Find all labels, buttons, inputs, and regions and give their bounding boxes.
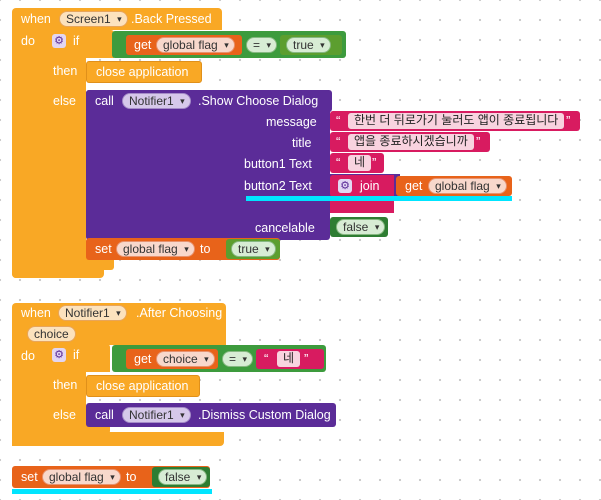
- set-keyword: set: [21, 470, 38, 484]
- close-application-block[interactable]: [86, 375, 200, 397]
- then-keyword: then: [53, 64, 78, 78]
- global-flag-dropdown[interactable]: global flag: [156, 37, 235, 53]
- quote-close: ”: [304, 351, 309, 366]
- get-keyword: get: [134, 352, 152, 366]
- when-keyword: when: [21, 12, 51, 26]
- message-text-value[interactable]: 한번 더 뒤로가기 눌러도 앱이 종료됩니다: [348, 113, 565, 129]
- quote-close: ”: [566, 113, 571, 128]
- selection-highlight: [12, 489, 212, 494]
- if-keyword: if: [73, 348, 80, 362]
- gear-icon[interactable]: ⚙: [338, 179, 352, 193]
- call-keyword: call: [95, 94, 114, 108]
- false-dropdown[interactable]: false: [158, 469, 208, 485]
- event-name: .After Choosing: [136, 306, 223, 320]
- join-keyword: join: [360, 179, 380, 193]
- gear-icon[interactable]: ⚙: [52, 348, 66, 362]
- equals-operator-dropdown[interactable]: =: [222, 351, 254, 367]
- gear-icon[interactable]: ⚙: [52, 34, 66, 48]
- button2-text-label: button2 Text: [244, 179, 312, 193]
- if-block-arm: [44, 56, 86, 264]
- screen1-dropdown[interactable]: Screen1: [59, 11, 128, 27]
- message-label: message: [266, 115, 317, 129]
- choice-dropdown[interactable]: choice: [156, 351, 215, 367]
- cancelable-label: cancelable: [255, 221, 315, 235]
- button1-text-label: button1 Text: [244, 157, 312, 171]
- notifier1-dropdown[interactable]: Notifier1: [122, 93, 191, 109]
- true-dropdown[interactable]: true: [231, 241, 276, 257]
- do-keyword: do: [21, 34, 35, 48]
- to-keyword: to: [126, 470, 137, 484]
- close-application-block[interactable]: [86, 61, 202, 83]
- method-name: .Show Choose Dialog: [198, 94, 319, 108]
- to-keyword: to: [200, 242, 211, 256]
- get-keyword: get: [134, 38, 152, 52]
- equals-operator-dropdown[interactable]: =: [246, 37, 278, 53]
- set-keyword: set: [95, 242, 112, 256]
- quote-open: “: [264, 351, 269, 366]
- then-keyword: then: [53, 378, 78, 392]
- notifier1-dropdown[interactable]: Notifier1: [122, 407, 191, 423]
- close-application-label: close application: [96, 379, 189, 393]
- quote-close: ”: [372, 155, 377, 170]
- method-name: .Dismiss Custom Dialog: [198, 408, 331, 422]
- quote-close: ”: [476, 134, 481, 149]
- global-flag-dropdown[interactable]: global flag: [428, 178, 507, 194]
- show-choose-dialog-block[interactable]: [86, 90, 330, 240]
- close-application-label: close application: [96, 65, 189, 79]
- event-name: .Back Pressed: [131, 12, 212, 26]
- quote-open: “: [336, 155, 341, 170]
- if-block-footer: [44, 424, 110, 434]
- call-keyword: call: [95, 408, 114, 422]
- selection-highlight: [246, 196, 512, 201]
- if-block-arm: [44, 370, 86, 432]
- button1-text-value[interactable]: 네: [348, 155, 372, 171]
- event-footer: [12, 432, 224, 446]
- else-keyword: else: [53, 94, 76, 108]
- quote-open: “: [336, 113, 341, 128]
- title-label: title: [292, 136, 312, 150]
- event-left-arm: [12, 343, 48, 446]
- when-keyword: when: [21, 306, 51, 320]
- global-flag-dropdown[interactable]: global flag: [42, 469, 121, 485]
- else-keyword: else: [53, 408, 76, 422]
- title-text-value[interactable]: 앱을 종료하시겠습니까: [348, 134, 474, 150]
- true-dropdown[interactable]: true: [286, 37, 331, 53]
- event-left-arm: [12, 28, 50, 278]
- notifier1-dropdown[interactable]: Notifier1: [58, 305, 127, 321]
- quote-open: “: [336, 134, 341, 149]
- get-keyword: get: [405, 179, 423, 193]
- if-keyword: if: [73, 34, 80, 48]
- choice-parameter[interactable]: choice: [27, 326, 76, 342]
- join-block-body: [330, 197, 394, 213]
- do-keyword: do: [21, 349, 35, 363]
- text-value[interactable]: 네: [277, 351, 301, 367]
- global-flag-dropdown[interactable]: global flag: [116, 241, 195, 257]
- false-dropdown[interactable]: false: [336, 219, 386, 235]
